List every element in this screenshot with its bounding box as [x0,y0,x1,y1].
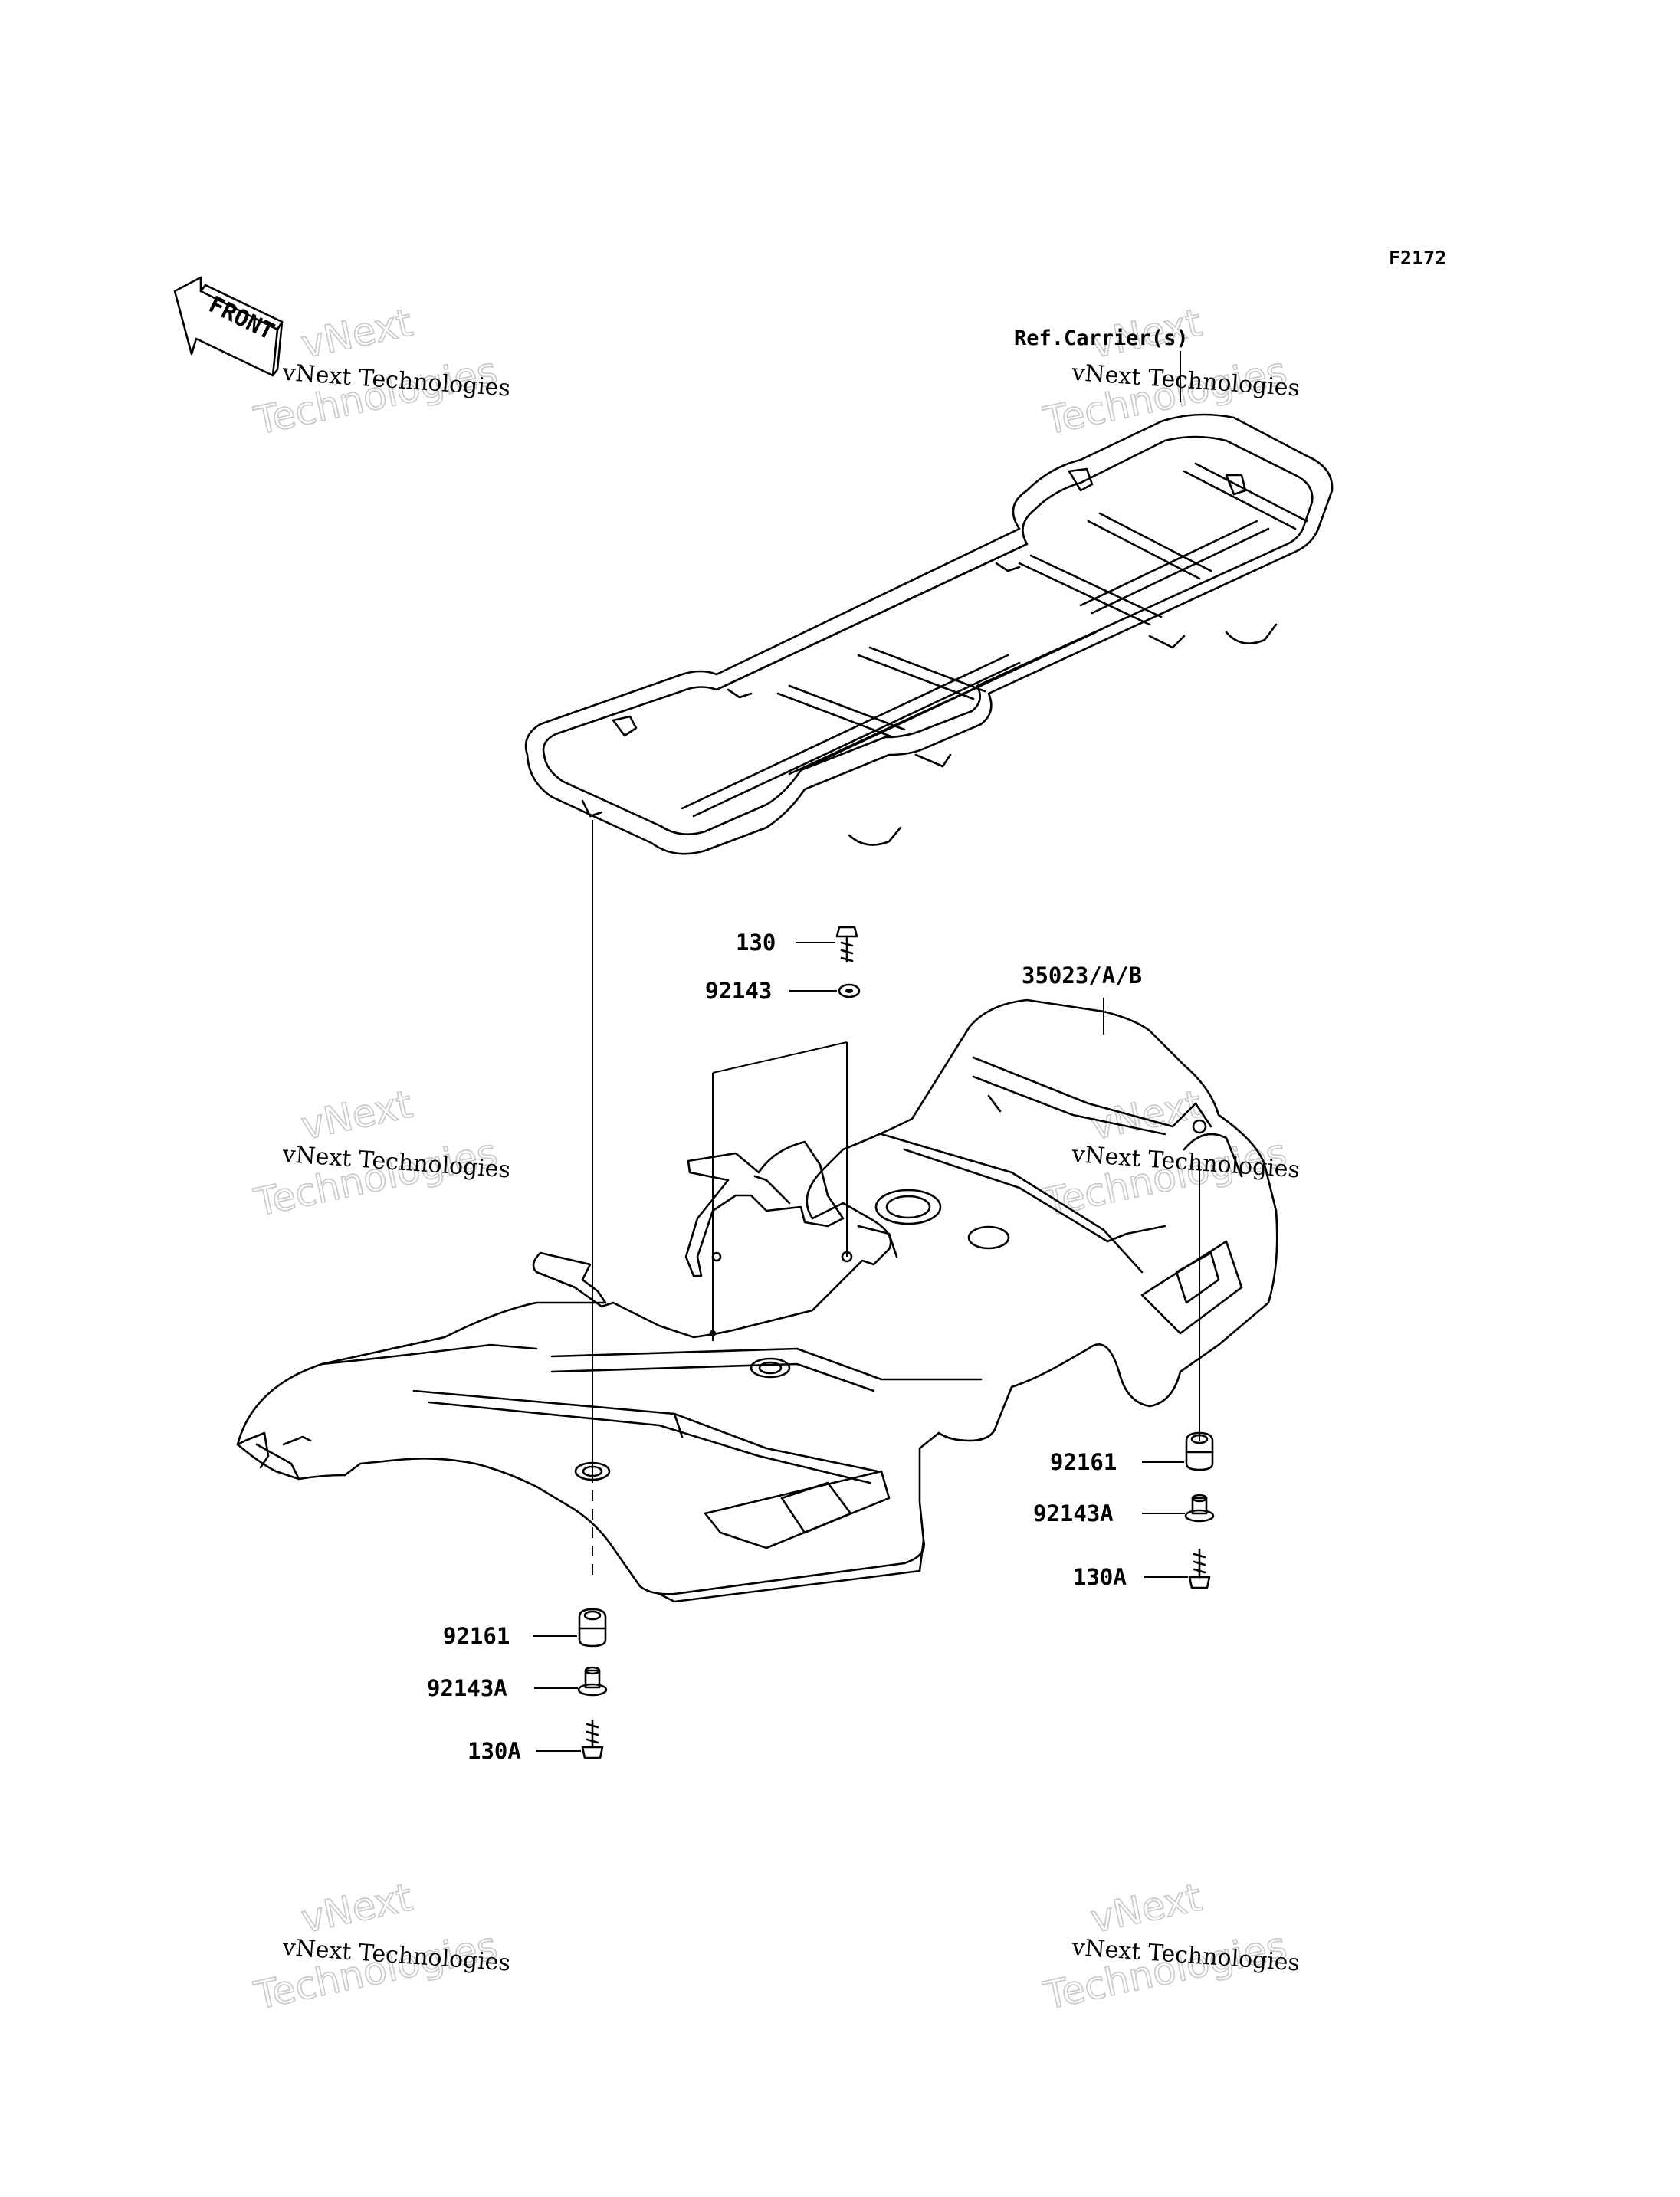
collar-92143A-left-icon [577,1666,608,1697]
collar-92143A-right-icon [1184,1494,1215,1523]
callout-92161-left: 92161 [443,1623,510,1649]
bolt-130-icon [835,926,858,963]
carrier-rack [524,413,1334,855]
watermark-bottom-left: vNext Technologies vNext Technologies [250,1874,511,2019]
front-arrow-label: FRONT [205,291,279,346]
svg-text:vNext: vNext [1087,1082,1206,1149]
bracket-leader [712,1041,848,1341]
callout-92143A-left: 92143A [427,1675,507,1701]
front-arrow-icon: FRONT [173,276,284,377]
callout-92143: 92143 [705,978,772,1004]
bolt-130A-right-icon [1188,1548,1211,1589]
watermark-top-right: vNext Technologies vNext Technologies [1039,300,1301,444]
callout-92161-right: 92161 [1050,1449,1117,1475]
rear-fender [236,998,1278,1603]
svg-text:vNext: vNext [1087,1875,1206,1942]
figure-code: F2172 [1389,247,1446,269]
bolt-130A-left-icon [581,1719,604,1759]
svg-text:vNext: vNext [297,1082,416,1149]
callout-130A-right: 130A [1073,1564,1127,1590]
callout-130: 130 [736,930,776,956]
callout-130A-left: 130A [468,1738,521,1764]
callout-92143A-right: 92143A [1033,1500,1114,1526]
svg-text:vNext: vNext [297,300,416,367]
grommet-92161-right-icon [1185,1431,1214,1471]
watermark-mid-right: vNext Technologies vNext Technologies [1039,1081,1301,1226]
watermark-bottom-right: vNext Technologies vNext Technologies [1039,1874,1301,2019]
watermark-mid-left: vNext Technologies vNext Technologies [250,1081,511,1226]
ref-carrier-label: Ref.Carrier(s) [1014,326,1189,350]
svg-text:vNext: vNext [297,1875,416,1942]
grommet-92161-left-icon [578,1608,607,1648]
washer-92143-icon [838,983,861,998]
callout-35023: 35023/A/B [1022,962,1142,989]
watermark-top-left: vNext Technologies vNext Technologies [250,300,511,444]
